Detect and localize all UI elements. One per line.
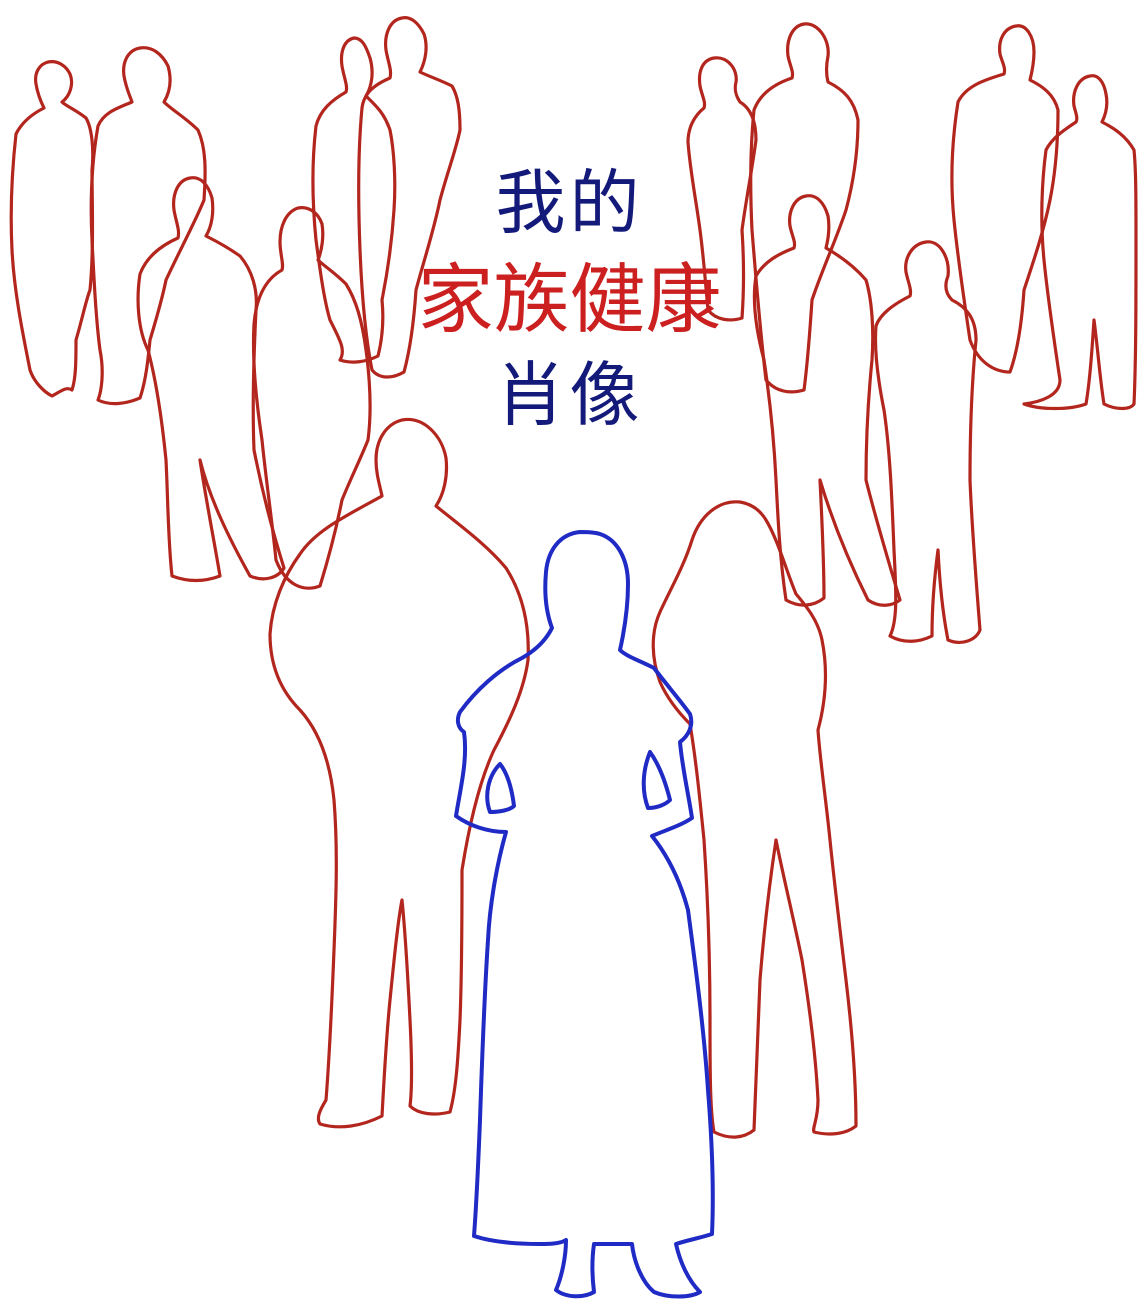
title-line-2: 家族健康: [417, 255, 722, 344]
family-member-silhouette: [950, 24, 1060, 374]
family-member-silhouette: [268, 417, 530, 1129]
family-member-silhouette: [136, 176, 286, 583]
title-line-1: 我的: [495, 162, 644, 244]
family-member-silhouette: [1022, 74, 1138, 411]
family-member-silhouette: [89, 46, 207, 406]
family-member-silhouette: [311, 36, 397, 364]
family-member-silhouette: [686, 56, 758, 322]
self-silhouette: [454, 530, 715, 1299]
title-line-3: 肖像: [495, 354, 644, 436]
family-member-silhouette: [9, 60, 95, 398]
family-member-silhouette: [749, 22, 860, 394]
family-member-silhouette: [873, 240, 982, 644]
family-member-silhouette: [752, 194, 902, 607]
family-member-silhouette: [251, 206, 372, 590]
family-member-silhouette: [357, 16, 462, 379]
